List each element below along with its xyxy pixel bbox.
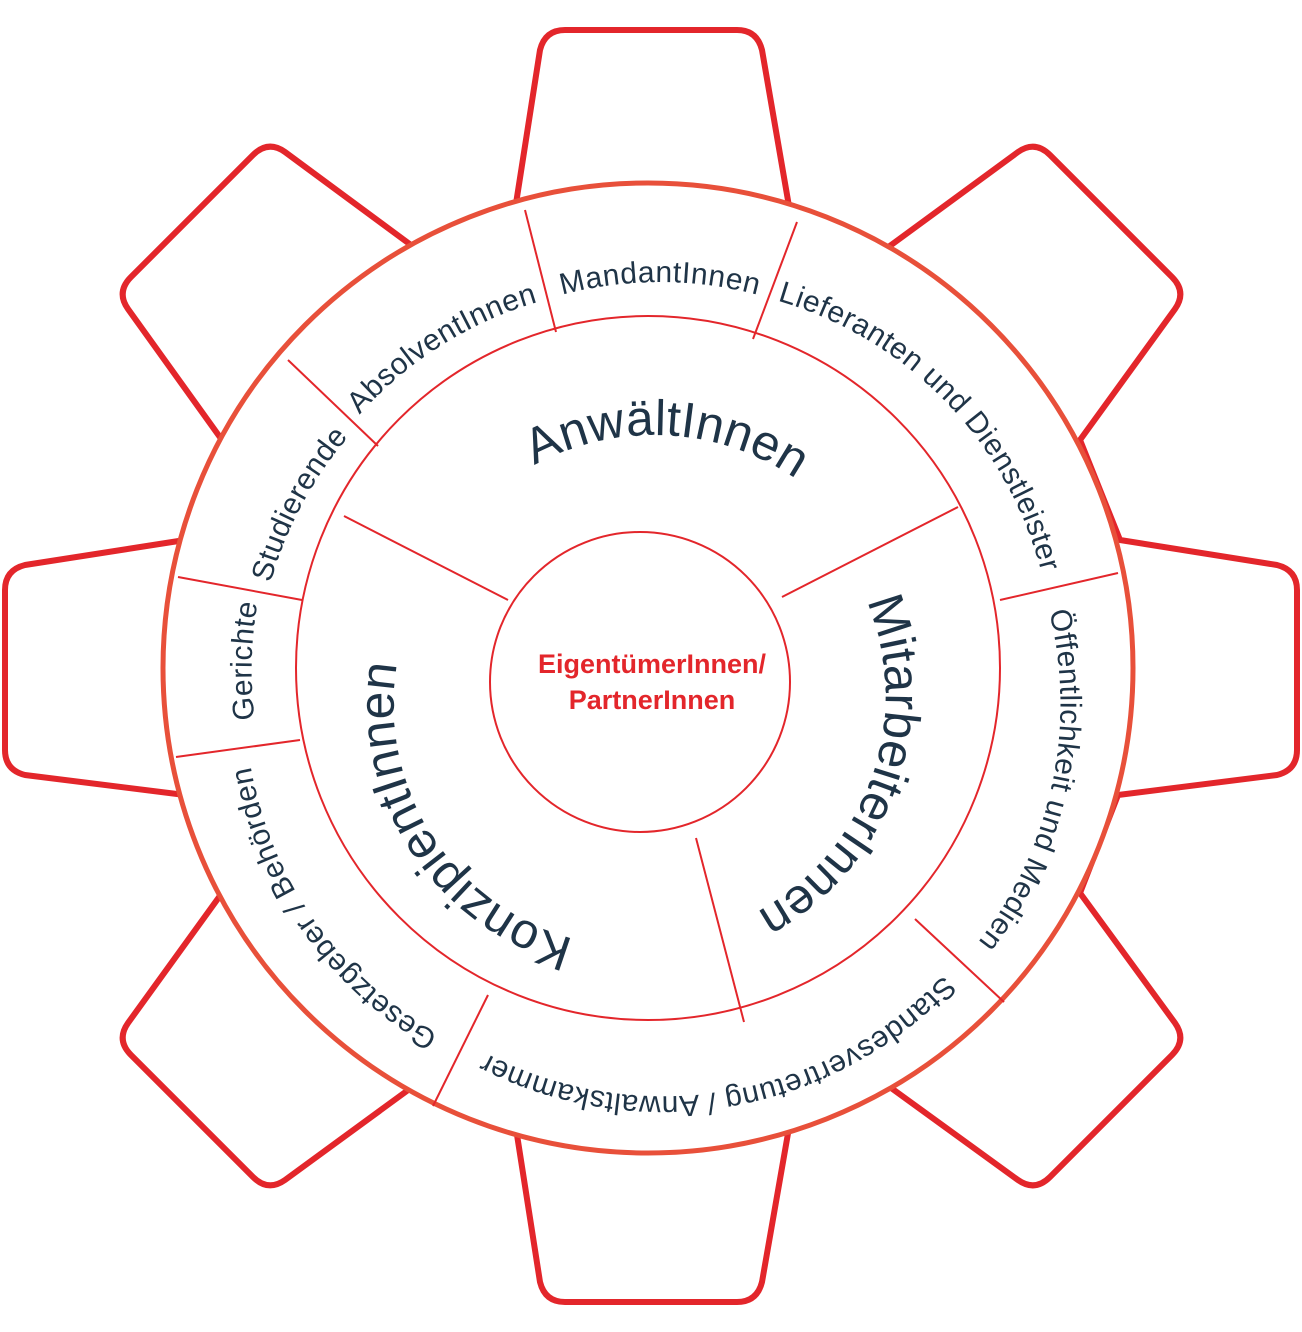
outer-divider [999, 572, 1119, 601]
outer-divider [752, 221, 798, 340]
outer-divider [524, 209, 557, 333]
outer-ring [160, 180, 1136, 1156]
core-label-line2: PartnerInnen [569, 685, 736, 715]
core-label-line1: EigentümerInnen/ [538, 649, 767, 679]
middle-divider [695, 837, 745, 1023]
middle-ring-boundary [295, 315, 1001, 1021]
middle-divider [781, 506, 959, 598]
outer-divider [287, 359, 379, 447]
core-circle [489, 531, 791, 833]
middle-divider [343, 515, 509, 601]
outer-divider [914, 918, 1005, 1003]
outer-divider [175, 739, 301, 758]
outer-divider [432, 994, 489, 1107]
outer-divider [177, 576, 303, 601]
